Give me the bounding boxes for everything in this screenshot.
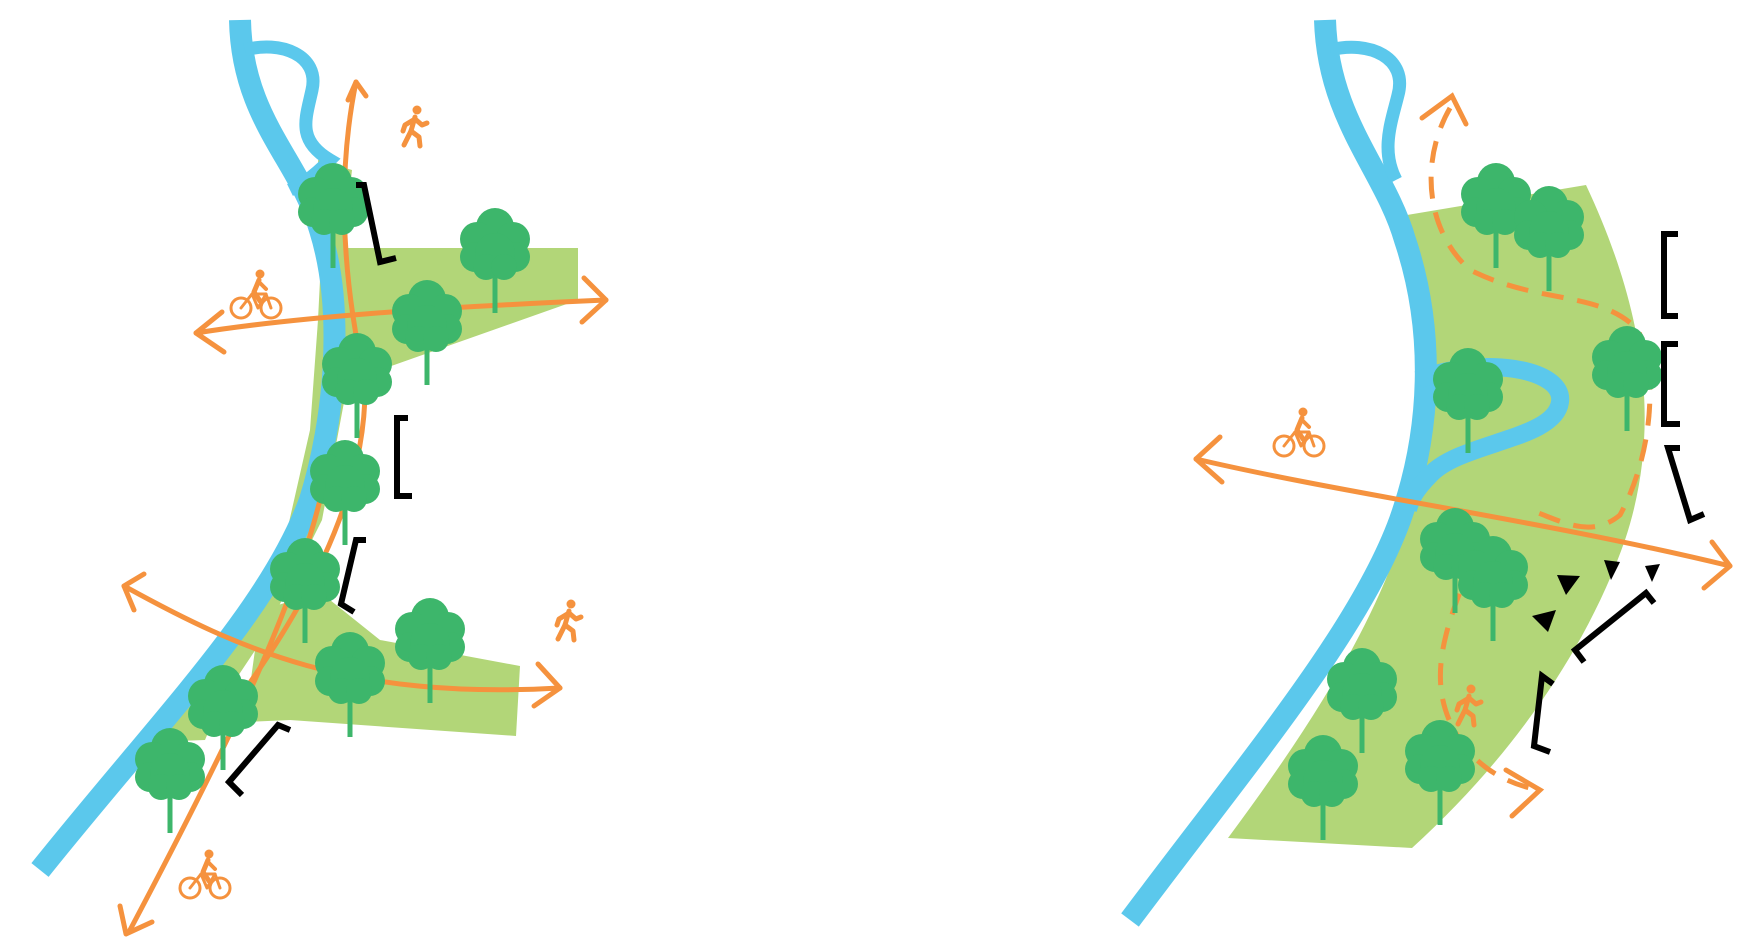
- existing-diagram-canvas: [0, 0, 876, 947]
- proposed-diagram-canvas: [877, 0, 1753, 947]
- pedestrian-icon: [557, 600, 581, 641]
- pedestrian-icon: [403, 106, 427, 147]
- diagram-proposed: [877, 0, 1753, 947]
- diagram-existing: [0, 0, 876, 947]
- bracket: [229, 725, 290, 795]
- tree-icon: [135, 728, 205, 833]
- bracket: [1668, 448, 1704, 520]
- cyclist-icon: [231, 270, 281, 319]
- bracket: [1664, 344, 1680, 424]
- tree-icon: [310, 440, 380, 545]
- cyclist-icon: [180, 850, 230, 899]
- cyclist-icon: [1274, 408, 1324, 457]
- bracket: [397, 418, 412, 496]
- tree-icon: [392, 280, 462, 385]
- bracket: [1664, 234, 1678, 316]
- view-triangle: [1645, 564, 1660, 582]
- bracket: [341, 540, 366, 612]
